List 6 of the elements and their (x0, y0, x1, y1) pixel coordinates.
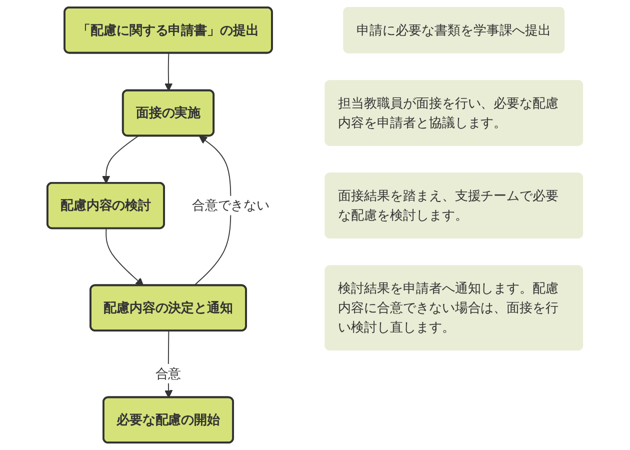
arrow (102, 136, 139, 184)
arrow (164, 52, 173, 92)
arrow (106, 228, 144, 286)
edge-label: 合意できない (192, 198, 270, 212)
arrow (194, 136, 232, 286)
edge-label: 合意 (155, 366, 182, 381)
